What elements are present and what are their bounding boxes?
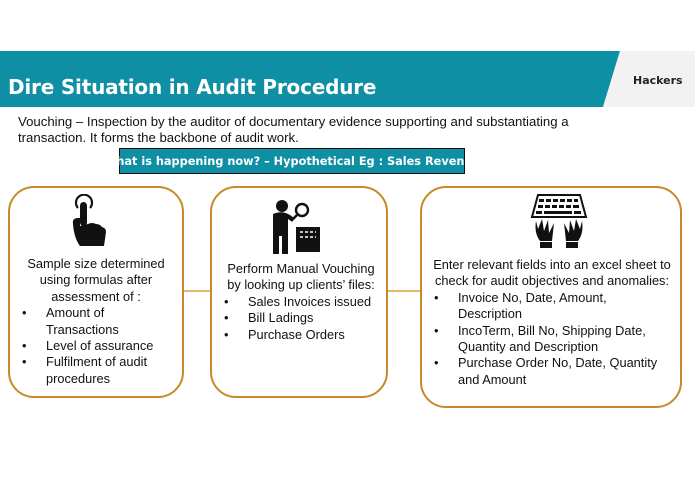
card-lead: Perform Manual Vouching by looking up cl… (227, 261, 375, 293)
list-item: Purchase Orders (222, 327, 380, 344)
connector-line (184, 290, 210, 292)
list-item: IncoTerm, Bill No, Shipping Date, Quanti… (432, 323, 672, 356)
touch-hand-icon (66, 193, 112, 251)
org-label: Hackers (633, 74, 683, 87)
typing-keyboard-icon (530, 193, 588, 254)
card-list: Amount of Transactions Level of assuranc… (20, 305, 172, 387)
list-item: Bill Ladings (222, 310, 380, 327)
list-item: Fulfilment of audit procedures (20, 354, 172, 387)
list-item: Invoice No, Date, Amount, Description (432, 290, 672, 323)
inspector-magnifier-icon (270, 196, 326, 259)
card-text: Sample size determined using formulas af… (20, 256, 172, 387)
list-item: Sales Invoices issued (222, 294, 380, 311)
card-lead: Enter relevant fields into an excel shee… (433, 257, 671, 289)
card-list: Sales Invoices issued Bill Ladings Purch… (222, 294, 380, 344)
card-text: Perform Manual Vouching by looking up cl… (222, 261, 380, 343)
intro-text: Vouching – Inspection by the auditor of … (18, 114, 569, 145)
page-title: Dire Situation in Audit Procedure (8, 75, 377, 99)
card-text: Enter relevant fields into an excel shee… (432, 257, 672, 388)
title-banner (0, 51, 695, 107)
list-item: Purchase Order No, Date, Quantity and Am… (432, 355, 672, 388)
process-card (210, 186, 388, 398)
list-item: Amount of Transactions (20, 305, 172, 338)
card-list: Invoice No, Date, Amount, Description In… (432, 290, 672, 388)
connector-line (388, 290, 420, 292)
card-lead: Sample size determined using formulas af… (27, 256, 165, 304)
subtitle-box: What is happening now? – Hypothetical Eg… (104, 148, 480, 174)
list-item: Level of assurance (20, 338, 172, 355)
